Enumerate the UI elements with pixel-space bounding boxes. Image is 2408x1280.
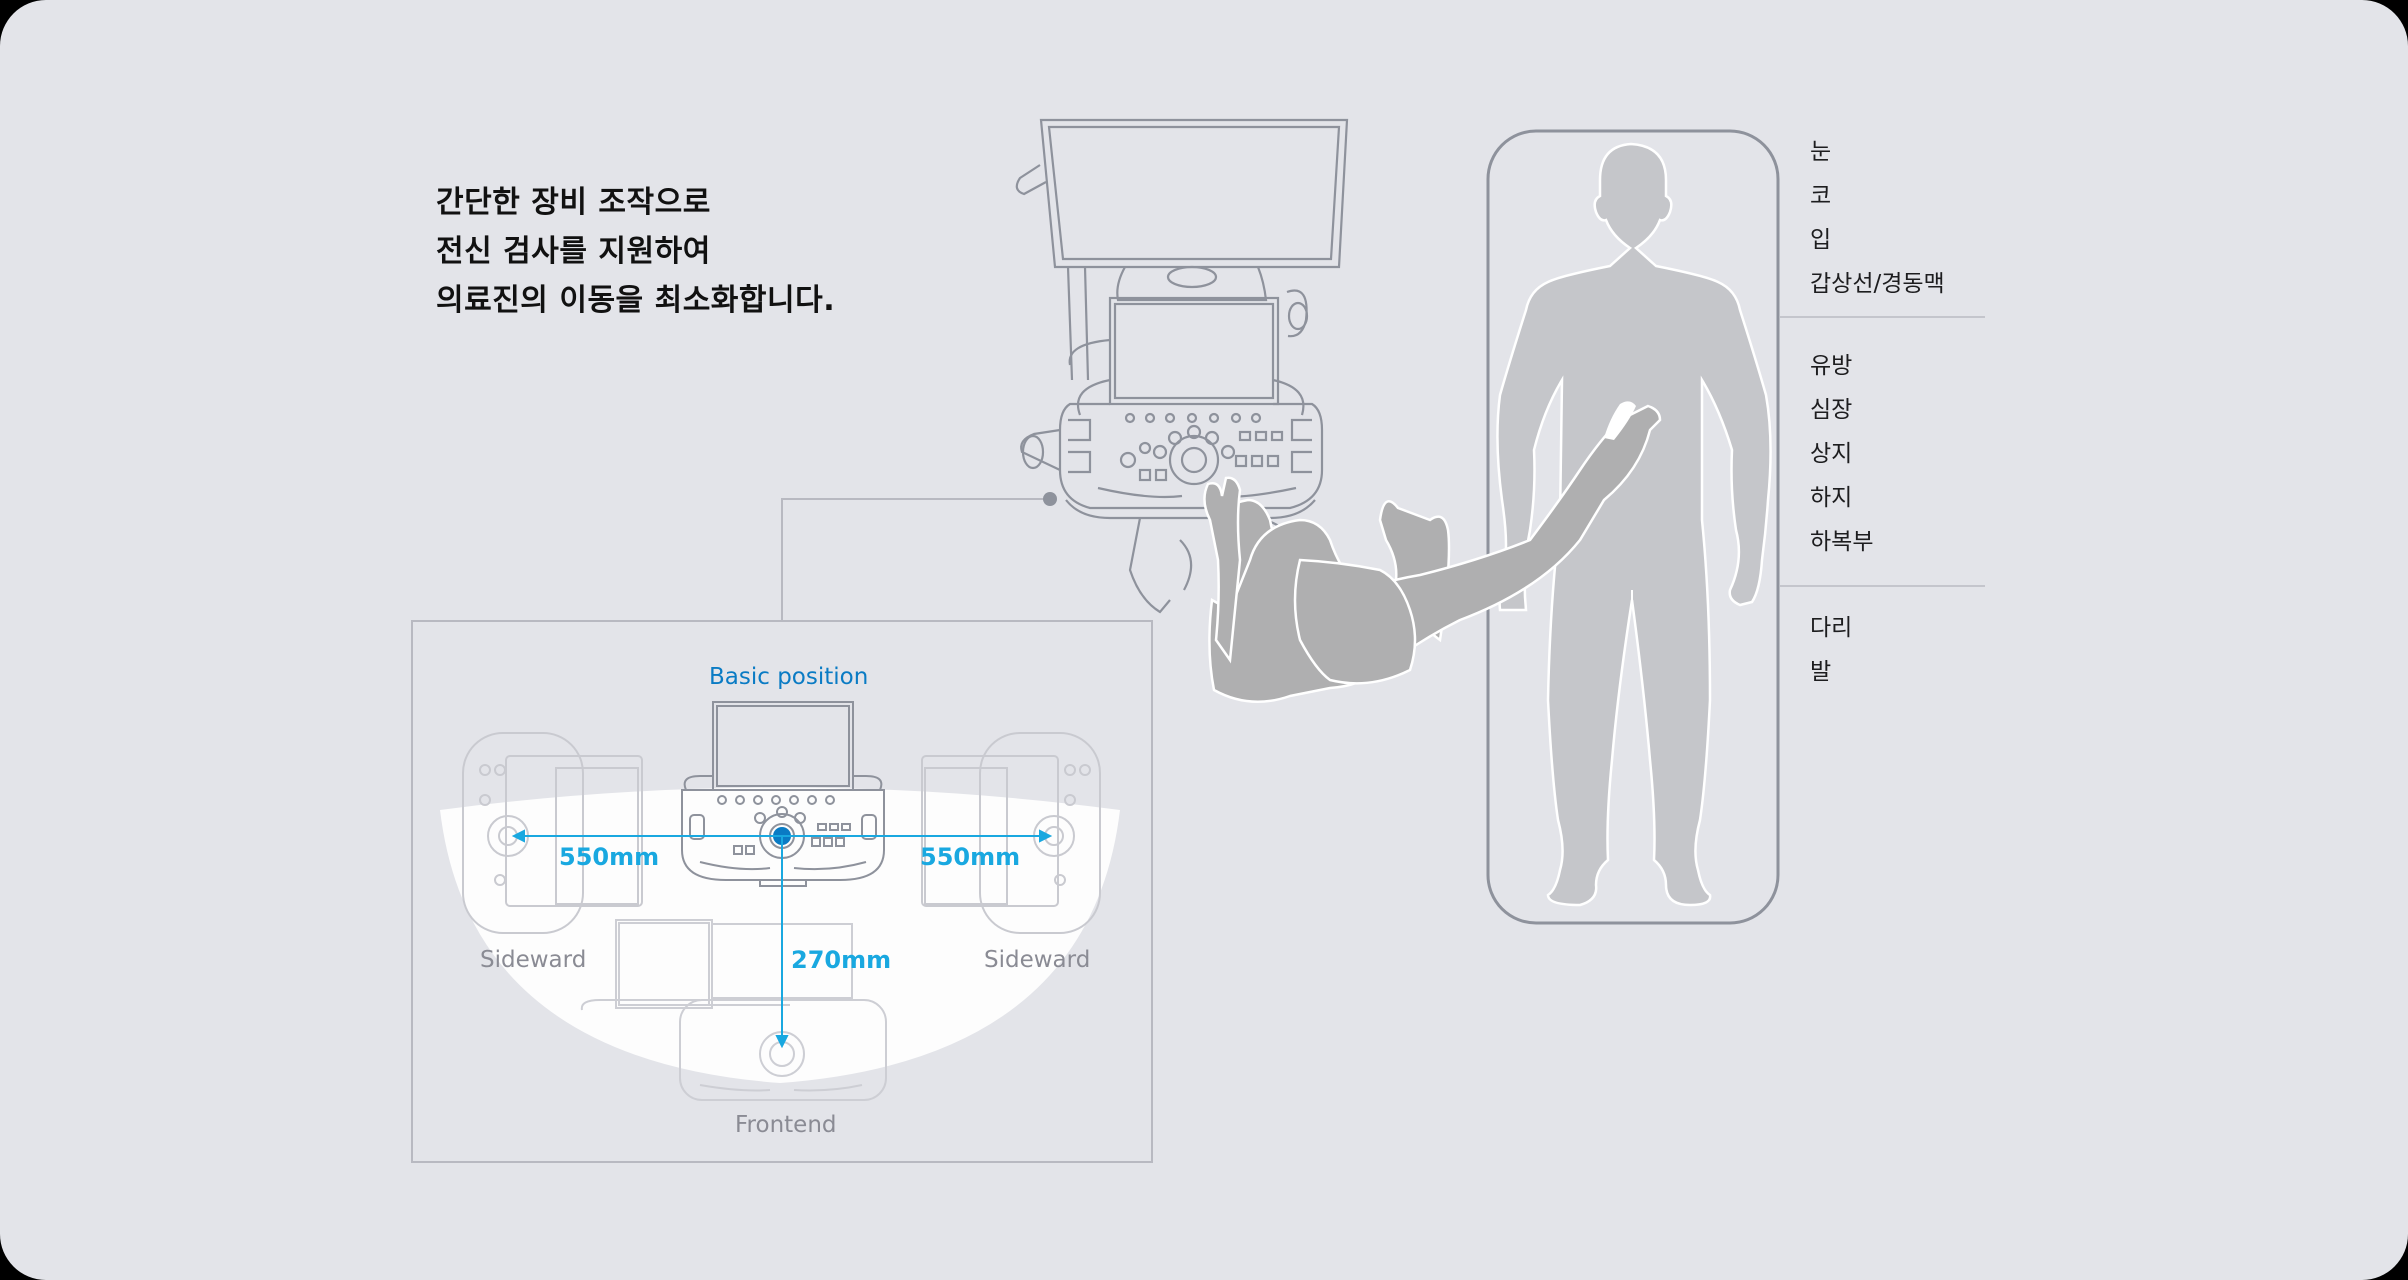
ultrasound-machine-icon — [1015, 118, 1349, 614]
left-distance-label: 550mm — [559, 843, 660, 871]
region-item: 눈 — [1810, 139, 1832, 165]
region-item: 코 — [1810, 183, 1832, 209]
region-item: 심장 — [1810, 397, 1853, 423]
region-divider — [1780, 316, 1985, 318]
headline-line-2: 전신 검사를 지원하여 — [436, 234, 711, 269]
right-distance-label: 550mm — [920, 843, 1021, 871]
region-item: 유방 — [1810, 353, 1853, 379]
region-item: 하지 — [1810, 485, 1853, 511]
headline-line-3: 의료진의 이동을 최소화합니다. — [436, 283, 836, 318]
sideward-left-label: Sideward — [480, 947, 587, 973]
region-item: 상지 — [1810, 441, 1853, 467]
position-diagram-frame — [411, 620, 1153, 1163]
frontend-label: Frontend — [735, 1112, 837, 1138]
headline-line-1: 간단한 장비 조작으로 — [436, 185, 711, 220]
region-divider — [1780, 585, 1985, 587]
region-item: 하복부 — [1810, 529, 1874, 555]
region-item: 다리 — [1810, 615, 1853, 641]
reach-area — [440, 787, 1120, 1083]
ultrasound-machine-icon — [681, 701, 885, 887]
region-item: 입 — [1810, 227, 1832, 253]
region-item: 발 — [1810, 659, 1832, 685]
operator-figure-icon — [1203, 404, 1662, 704]
measurement-arrows — [511, 829, 1053, 1049]
callout-dot-icon — [1043, 492, 1057, 506]
sideward-right-label: Sideward — [984, 947, 1091, 973]
callout-connector — [781, 498, 1050, 620]
basic-position-label: Basic position — [709, 664, 869, 690]
front-distance-label: 270mm — [791, 946, 892, 974]
probe-icon — [1604, 401, 1636, 440]
patient-bed — [1486, 129, 1780, 925]
headline: 간단한 장비 조작으로 전신 검사를 지원하여 의료진의 이동을 최소화합니다. — [436, 178, 835, 325]
patient-figure-icon — [1496, 142, 1772, 907]
ultrasound-machine-icon — [580, 919, 887, 1101]
region-item: 갑상선/경동맥 — [1810, 271, 1945, 297]
